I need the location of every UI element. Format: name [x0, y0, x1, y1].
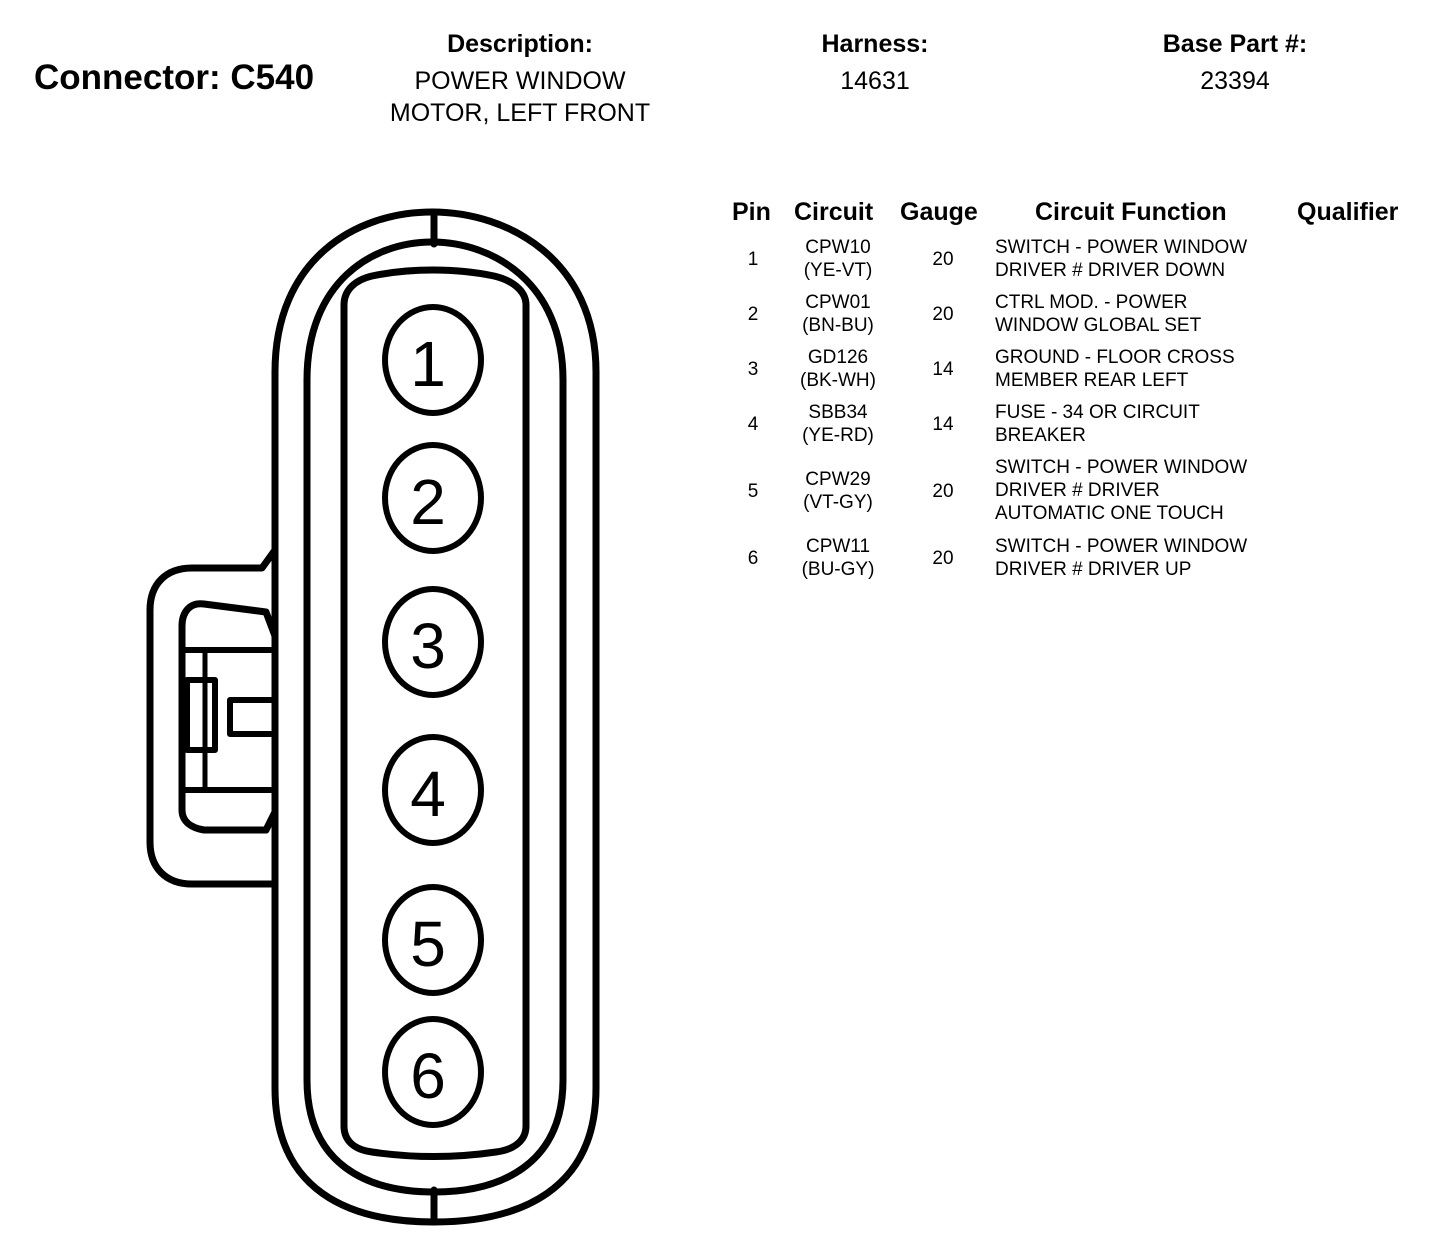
circuit-function: FUSE - 34 OR CIRCUIT BREAKER [995, 401, 1325, 447]
base-part-label: Base Part #: [1162, 30, 1308, 58]
pin-number: 1 [747, 249, 759, 270]
pin-2-cavity [382, 442, 484, 554]
circuit-id: CPW01 [805, 292, 871, 313]
gauge-value: 14 [932, 359, 954, 380]
connector-middle-shell [303, 238, 567, 1196]
pin-4-label: 4 [410, 758, 446, 830]
circuit-id: CPW10 [805, 237, 871, 258]
function-line: CTRL MOD. - POWER [995, 292, 1188, 313]
header-circuit: Circuit [794, 198, 874, 226]
connector-outer-shell [271, 208, 600, 1226]
connector-face-diagram: 1 2 3 4 5 6 [146, 208, 600, 1226]
pin-4-cavity [382, 734, 484, 846]
function-line: MEMBER REAR LEFT [995, 370, 1189, 391]
pin-3-label: 3 [410, 610, 446, 682]
function-line: DRIVER # DRIVER UP [995, 559, 1192, 580]
function-line: DRIVER # DRIVER DOWN [995, 260, 1226, 281]
function-line: SWITCH - POWER WINDOW [995, 536, 1248, 557]
description-label: Description: [447, 30, 593, 58]
harness-value: 14631 [840, 67, 910, 95]
wire-color: (BK-WH) [800, 370, 876, 391]
function-line: WINDOW GLOBAL SET [995, 315, 1202, 336]
connector-label: Connector: C540 [34, 58, 315, 97]
circuit-cell: GD126 (BK-WH) [778, 346, 898, 392]
function-line: BREAKER [995, 425, 1086, 446]
circuit-function: GROUND - FLOOR CROSS MEMBER REAR LEFT [995, 346, 1325, 392]
header-pin: Pin [732, 198, 771, 226]
function-line: SWITCH - POWER WINDOW [995, 457, 1248, 478]
function-line: SWITCH - POWER WINDOW [995, 237, 1248, 258]
locking-latch-inner [178, 600, 279, 834]
harness-block: Harness: 14631 [780, 30, 970, 97]
gauge-value: 14 [932, 414, 954, 435]
pin-6-cavity [382, 1016, 484, 1128]
pin-number: 6 [747, 548, 759, 569]
pin-number: 5 [747, 481, 759, 502]
pin-cavity-outline [340, 266, 530, 1160]
pin-1-cavity [382, 304, 484, 416]
function-line: DRIVER # DRIVER [995, 480, 1160, 501]
wire-color: (YE-RD) [802, 425, 874, 446]
pin-5-label: 5 [410, 908, 446, 980]
circuit-id: GD126 [807, 347, 869, 368]
circuit-function: SWITCH - POWER WINDOW DRIVER # DRIVER UP [995, 535, 1325, 581]
wire-color: (VT-GY) [803, 492, 873, 513]
circuit-function: SWITCH - POWER WINDOW DRIVER # DRIVER AU… [995, 456, 1325, 525]
pin-number: 3 [747, 359, 759, 380]
pin-number: 2 [747, 304, 759, 325]
gauge-value: 20 [932, 548, 954, 569]
pin-3-cavity [382, 586, 484, 698]
latch-bump [227, 697, 278, 737]
circuit-cell: CPW01 (BN-BU) [778, 291, 898, 337]
harness-label: Harness: [821, 30, 929, 58]
circuit-function: CTRL MOD. - POWER WINDOW GLOBAL SET [995, 291, 1325, 337]
base-part-block: Base Part #: 23394 [1120, 30, 1350, 97]
function-line: FUSE - 34 OR CIRCUIT [995, 402, 1200, 423]
circuit-id: CPW11 [805, 536, 871, 557]
pin-5-cavity [382, 884, 484, 996]
wire-color: (BU-GY) [801, 559, 875, 580]
wire-color: (YE-VT) [803, 260, 873, 281]
base-part-value: 23394 [1200, 67, 1270, 95]
circuit-cell: SBB34 (YE-RD) [778, 401, 898, 447]
circuit-id: SBB34 [808, 402, 868, 423]
function-line: GROUND - FLOOR CROSS [995, 347, 1235, 368]
latch-catch [184, 677, 218, 753]
gauge-value: 20 [932, 304, 954, 325]
description-line-1: POWER WINDOW [414, 67, 626, 95]
locking-latch-outer [146, 546, 279, 888]
pin-2-label: 2 [410, 466, 446, 538]
gauge-value: 20 [932, 481, 954, 502]
circuit-cell: CPW29 (VT-GY) [778, 468, 898, 514]
header-circuit-function: Circuit Function [1035, 198, 1227, 226]
circuit-cell: CPW10 (YE-VT) [778, 236, 898, 282]
description-line-2: MOTOR, LEFT FRONT [389, 99, 651, 127]
header-qualifier: Qualifier [1297, 198, 1399, 226]
circuit-cell: CPW11 (BU-GY) [778, 535, 898, 581]
circuit-id: CPW29 [805, 469, 871, 490]
pin-6-label: 6 [410, 1040, 446, 1112]
circuit-function: SWITCH - POWER WINDOW DRIVER # DRIVER DO… [995, 236, 1325, 282]
gauge-value: 20 [932, 249, 954, 270]
pin-number: 4 [747, 414, 759, 435]
description-block: Description: POWER WINDOW MOTOR, LEFT FR… [360, 30, 680, 129]
header-gauge: Gauge [900, 198, 978, 226]
pin-1-label: 1 [410, 328, 446, 400]
wire-color: (BN-BU) [802, 315, 874, 336]
function-line: AUTOMATIC ONE TOUCH [995, 503, 1224, 524]
